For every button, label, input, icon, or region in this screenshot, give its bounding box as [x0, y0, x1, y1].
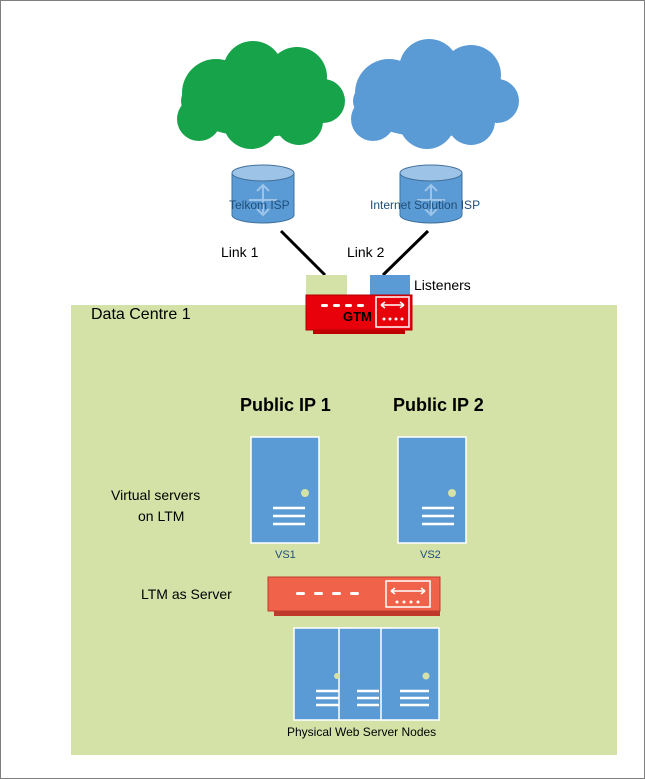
physical-server-icon-3 [380, 627, 440, 721]
listener-green [306, 275, 347, 296]
router-cylinder-icon-1 [231, 164, 295, 224]
ltm-label: LTM as Server [141, 586, 232, 602]
blue-cloud-icon [351, 39, 519, 149]
green-cloud-icon [177, 41, 345, 149]
gtm-label: GTM [343, 309, 372, 324]
virtual-servers-label-line1: Virtual servers [111, 487, 201, 503]
link-2-line [381, 229, 430, 277]
server-icon-vs1 [250, 436, 320, 544]
gtm-device-icon [305, 294, 413, 334]
link-2-label: Link 2 [347, 244, 385, 260]
public-ip-2-label: Public IP 2 [393, 395, 484, 415]
ltm-device-icon [267, 576, 441, 616]
vs2-label: VS2 [420, 549, 441, 561]
datacentre-label: Data Centre 1 [91, 306, 191, 323]
router-cylinder-icon-2 [399, 164, 463, 224]
vs1-label: VS1 [275, 549, 296, 561]
virtual-servers-label-line2: on LTM [138, 508, 185, 524]
listener-blue [370, 275, 410, 296]
link-1-line [279, 229, 327, 277]
isp-label-internet-solution: Internet Solution ISP [370, 198, 481, 212]
listeners-label: Listeners [414, 277, 471, 293]
server-icon-vs2 [397, 436, 467, 544]
link-1-label: Link 1 [221, 244, 259, 260]
public-ip-1-label: Public IP 1 [240, 395, 331, 415]
physical-nodes-label: Physical Web Server Nodes [287, 725, 437, 739]
isp-label-telkom: Telkom ISP [229, 198, 290, 212]
